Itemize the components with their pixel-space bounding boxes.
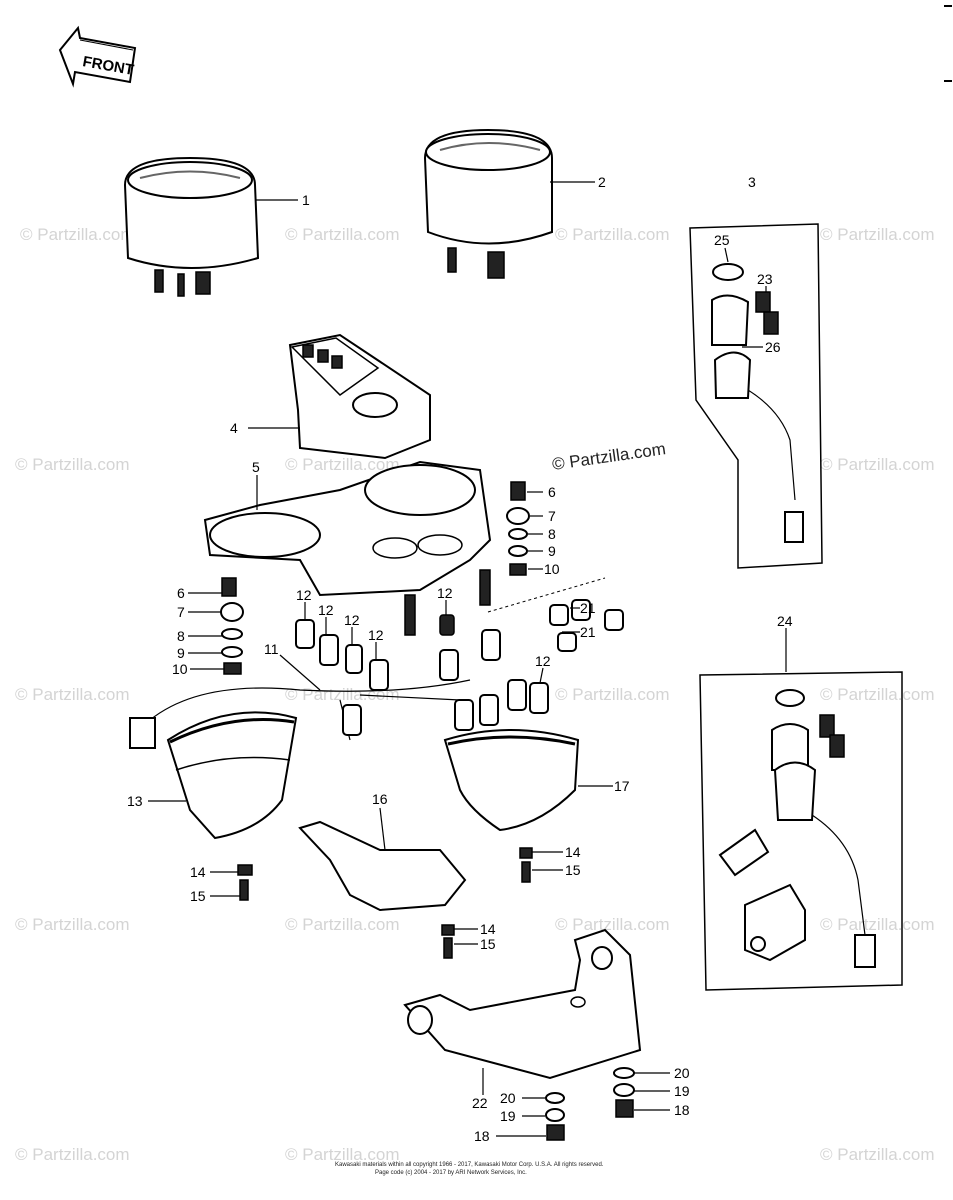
footer-line-1: Kawasaki materials within all copyright … [335,1162,604,1168]
callout-2: 2 [598,174,606,190]
footer-line-2: Page code (c) 2004 - 2017 by ARI Network… [375,1170,527,1176]
housing-part-13[interactable] [166,711,298,840]
callout-1: 1 [302,192,310,208]
callout-20: 20 [674,1065,690,1081]
callout-19: 19 [674,1083,690,1099]
callout-7: 7 [177,604,185,620]
callout-18: 18 [674,1102,690,1118]
callout-14: 14 [565,844,581,860]
callout-15: 15 [480,936,496,952]
watermark: © Partzilla.com [285,915,400,934]
callout-17: 17 [614,778,630,794]
callout-4: 4 [230,420,238,436]
callout-26: 26 [765,339,781,355]
watermark: © Partzilla.com [285,225,400,244]
watermark: © Partzilla.com [285,1145,400,1164]
callout-15: 15 [565,862,581,878]
watermark: © Partzilla.com [555,685,670,704]
callout-23: 23 [757,271,773,287]
watermark: © Partzilla.com [285,455,400,474]
callout-11: 11 [264,641,279,657]
callout-14: 14 [480,921,496,937]
bracket-part-5[interactable] [203,460,492,636]
callout-21: 21 [580,600,596,616]
page-edge-marks [944,5,952,82]
kit-box-part-3[interactable] [689,223,823,569]
callout-10: 10 [172,661,188,677]
watermark: © Partzilla.com [15,685,130,704]
watermark: © Partzilla.com [555,225,670,244]
watermark: © Partzilla.com [820,915,935,934]
callout-3: 3 [748,174,756,190]
callout-12: 12 [437,585,453,601]
callout-13: 13 [127,793,143,809]
callout-24: 24 [777,613,793,629]
callout-12: 12 [344,612,360,628]
callout-16: 16 [372,791,388,807]
hardware-parts[interactable] [237,847,635,1141]
callout-12: 12 [368,627,384,643]
callout-20: 20 [500,1090,516,1106]
grommet-part-21[interactable] [487,577,624,652]
callout-25: 25 [714,232,730,248]
bracket-part-16[interactable] [298,820,467,912]
callout-9: 9 [177,645,185,661]
meter-part-1[interactable] [123,156,260,297]
grommet-stack-left[interactable] [220,577,244,675]
bulb-socket-group[interactable] [295,614,549,736]
callout-7: 7 [548,508,556,524]
watermark: © Partzilla.com [555,915,670,934]
callout-9: 9 [548,543,556,559]
callout-12: 12 [318,602,334,618]
watermark-layer: © Partzilla.com © Partzilla.com © Partzi… [15,225,935,1164]
front-arrow: FRONT [58,25,137,88]
kit-box-part-24[interactable] [699,671,903,991]
watermark: © Partzilla.com [15,915,130,934]
watermark: © Partzilla.com [820,225,935,244]
watermark: © Partzilla.com [820,1145,935,1164]
callout-19: 19 [500,1108,516,1124]
housing-part-17[interactable] [443,729,580,832]
callout-18: 18 [474,1128,490,1144]
watermark: © Partzilla.com [551,439,667,474]
callout-22: 22 [472,1095,488,1111]
callout-12: 12 [535,653,551,669]
callout-5: 5 [252,459,260,475]
callout-21: 21 [580,624,596,640]
grommet-stack-right[interactable] [506,481,530,576]
callout-14: 14 [190,864,206,880]
meter-part-2[interactable] [423,128,553,279]
callout-8: 8 [177,628,185,644]
watermark: © Partzilla.com [820,685,935,704]
watermark: © Partzilla.com [20,225,135,244]
cover-part-4[interactable] [288,333,431,460]
callout-10: 10 [544,561,560,577]
leader-lines [148,181,787,1137]
callout-15: 15 [190,888,206,904]
callout-12: 12 [296,587,312,603]
callout-6: 6 [177,585,185,601]
callout-6: 6 [548,484,556,500]
callout-8: 8 [548,526,556,542]
footer-copyright: Kawasaki materials within all copyright … [335,1162,604,1176]
watermark: © Partzilla.com [15,455,130,474]
watermark: © Partzilla.com [15,1145,130,1164]
watermark: © Partzilla.com [820,455,935,474]
bracket-part-22[interactable] [403,928,642,1080]
callout-labels: 1 2 3 4 5 6 7 8 9 10 6 7 8 9 10 11 12 12… [127,174,793,1144]
